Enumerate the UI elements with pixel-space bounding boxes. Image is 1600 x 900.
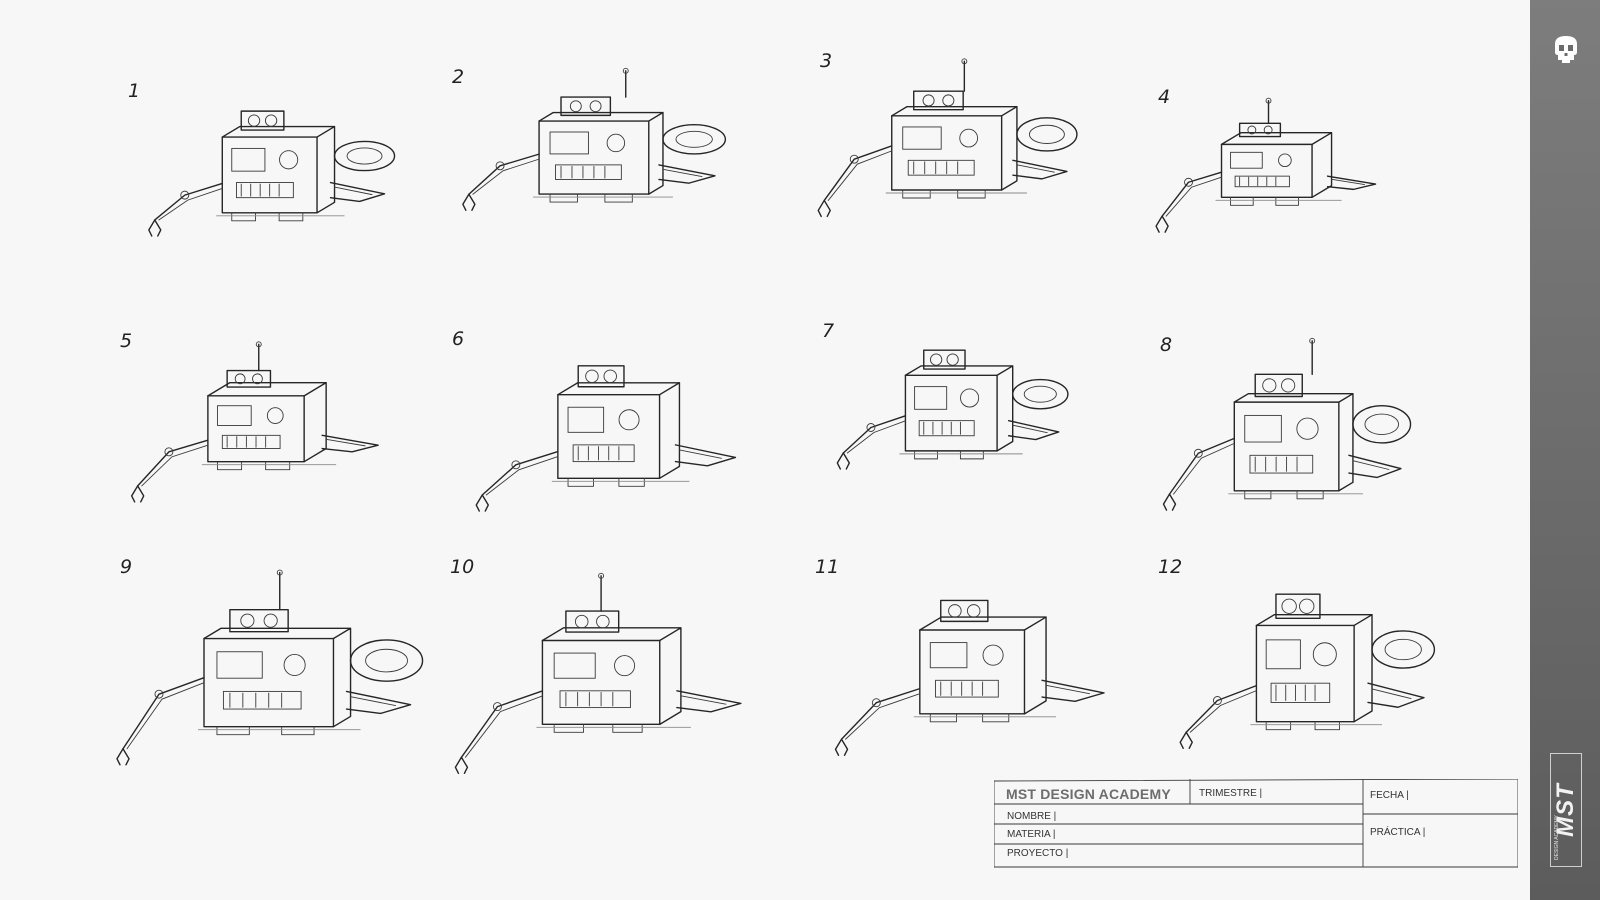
academy-name: MST DESIGN ACADEMY [1006, 786, 1171, 802]
sketch-number: 10 [450, 556, 475, 578]
robot-drawing [148, 110, 396, 237]
robot-drawing [1155, 97, 1377, 233]
sketch-number: 3 [820, 50, 833, 72]
nombre-field[interactable]: NOMBRE | [1007, 811, 1057, 822]
robot-sketch: 10 [450, 556, 750, 774]
robot-sketch: 12 [1158, 556, 1436, 756]
sketch-number: 8 [1160, 334, 1173, 356]
robot-sketch: 2 [452, 66, 727, 226]
robot-drawing [836, 349, 1069, 470]
logo-subtext: DESIGN ACADEMY [1554, 814, 1560, 860]
sketch-number: 12 [1158, 556, 1183, 578]
robot-drawing [1179, 593, 1436, 749]
drawing-sheet [0, 0, 1530, 900]
sketch-number: 2 [452, 66, 465, 88]
robot-drawing [817, 58, 1078, 218]
robot-drawing [462, 67, 727, 211]
robot-drawing [454, 572, 742, 774]
robot-drawing [1162, 337, 1412, 511]
sketch-number: 6 [452, 328, 465, 350]
robot-sketch: 5 [120, 330, 380, 503]
trimestre-field[interactable]: TRIMESTRE | [1199, 788, 1263, 799]
title-block: MST DESIGN ACADEMY TRIMESTRE | FECHA | N… [994, 779, 1518, 869]
sketch-number: 5 [120, 330, 133, 352]
proyecto-field[interactable]: PROYECTO | [1007, 848, 1069, 859]
robot-drawing [116, 569, 424, 766]
robot-sketch: 8 [1160, 334, 1412, 534]
sketch-number: 1 [128, 80, 141, 102]
robot-drawing [475, 365, 737, 512]
sketch-number: 4 [1158, 86, 1171, 108]
sketch-number: 11 [815, 556, 840, 578]
robot-sketch: 11 [815, 556, 1105, 756]
sketch-number: 7 [822, 320, 835, 342]
fecha-field[interactable]: FECHA | [1370, 790, 1409, 801]
robot-sketch: 9 [116, 556, 424, 776]
sketch-number: 9 [120, 556, 133, 578]
robot-sketch: 7 [822, 320, 1069, 480]
mst-logo: MST DESIGN ACADEMY [1550, 753, 1582, 867]
skull-icon[interactable] [1551, 34, 1581, 66]
practica-field[interactable]: PRÁCTICA | [1370, 827, 1426, 838]
robot-drawing [130, 341, 379, 503]
sidebar [1530, 0, 1600, 900]
robot-sketch: 1 [128, 80, 396, 240]
robot-drawing [834, 599, 1105, 756]
robot-sketch: 4 [1155, 86, 1378, 233]
robot-sketch: 3 [817, 50, 1078, 230]
materia-field[interactable]: MATERIA | [1007, 829, 1056, 840]
robot-sketch: 6 [452, 328, 737, 512]
title-block-frame [994, 779, 1518, 868]
